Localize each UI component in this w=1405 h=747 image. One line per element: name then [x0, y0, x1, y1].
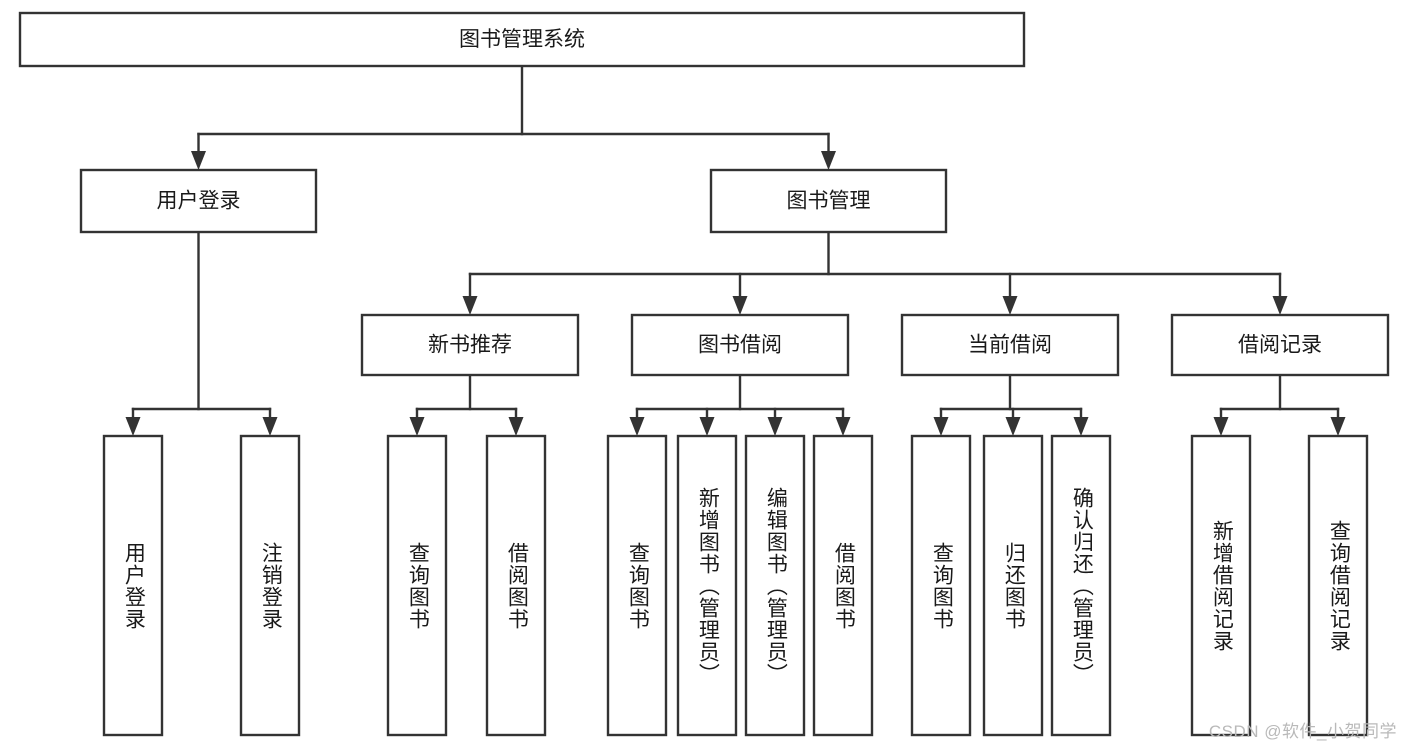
node-leaf-box-6[interactable] [744, 434, 806, 737]
node-leaf-box-9[interactable] [982, 434, 1044, 737]
arrow-level2-to-level3-2 [1002, 296, 1018, 315]
node-level3-label-1: 图书借阅 [698, 334, 782, 357]
node-level3-box-0[interactable] [360, 313, 580, 377]
arrow-leaf-2-2 [767, 417, 783, 436]
arrow-leaf-4-0 [1213, 417, 1229, 436]
arrow-leaf-2-3 [835, 417, 851, 436]
node-level2-box-1[interactable] [709, 168, 948, 234]
node-root-box[interactable] [18, 11, 1026, 68]
arrow-root-to-level2-0 [191, 151, 206, 170]
arrow-leaf-1-1 [508, 417, 524, 436]
node-leaf-box-0[interactable] [102, 434, 164, 737]
arrow-level2-to-level3-1 [732, 296, 748, 315]
arrow-leaf-4-1 [1330, 417, 1346, 436]
node-leaf-box-5[interactable] [676, 434, 738, 737]
node-leaf-box-10[interactable] [1050, 434, 1112, 737]
arrow-leaf-0-1 [262, 417, 278, 436]
arrow-level2-to-level3-3 [1272, 296, 1288, 315]
node-boxes [18, 11, 1390, 737]
arrow-leaf-3-0 [933, 417, 949, 436]
arrow-level2-to-level3-0 [462, 296, 478, 315]
arrow-leaf-2-0 [629, 417, 645, 436]
node-root-label: 图书管理系统 [459, 28, 585, 51]
node-leaf-box-1[interactable] [239, 434, 301, 737]
node-leaf-box-2[interactable] [386, 434, 448, 737]
node-level2-box-0[interactable] [79, 168, 318, 234]
node-leaf-box-4[interactable] [606, 434, 668, 737]
arrow-leaf-2-1 [699, 417, 715, 436]
arrow-leaf-3-2 [1073, 417, 1089, 436]
node-level3-box-1[interactable] [630, 313, 850, 377]
node-level2-label-0: 用户登录 [157, 190, 241, 213]
arrow-leaf-3-1 [1005, 417, 1021, 436]
node-level3-label-0: 新书推荐 [428, 334, 512, 357]
node-level3-box-2[interactable] [900, 313, 1120, 377]
node-level3-box-3[interactable] [1170, 313, 1390, 377]
node-leaf-box-7[interactable] [812, 434, 874, 737]
node-leaf-box-11[interactable] [1190, 434, 1252, 737]
node-level3-label-3: 借阅记录 [1238, 334, 1322, 357]
arrow-root-to-level2-1 [821, 151, 836, 170]
csdn-watermark: CSDN @软件_小贺同学 [1208, 722, 1397, 741]
arrow-leaf-1-0 [409, 417, 425, 436]
connector-lines [125, 64, 1346, 436]
node-leaf-box-3[interactable] [485, 434, 547, 737]
node-leaf-box-12[interactable] [1307, 434, 1369, 737]
node-level2-label-1: 图书管理 [787, 190, 871, 213]
node-level3-label-2: 当前借阅 [968, 334, 1052, 357]
node-leaf-box-8[interactable] [910, 434, 972, 737]
arrow-leaf-0-0 [125, 417, 141, 436]
